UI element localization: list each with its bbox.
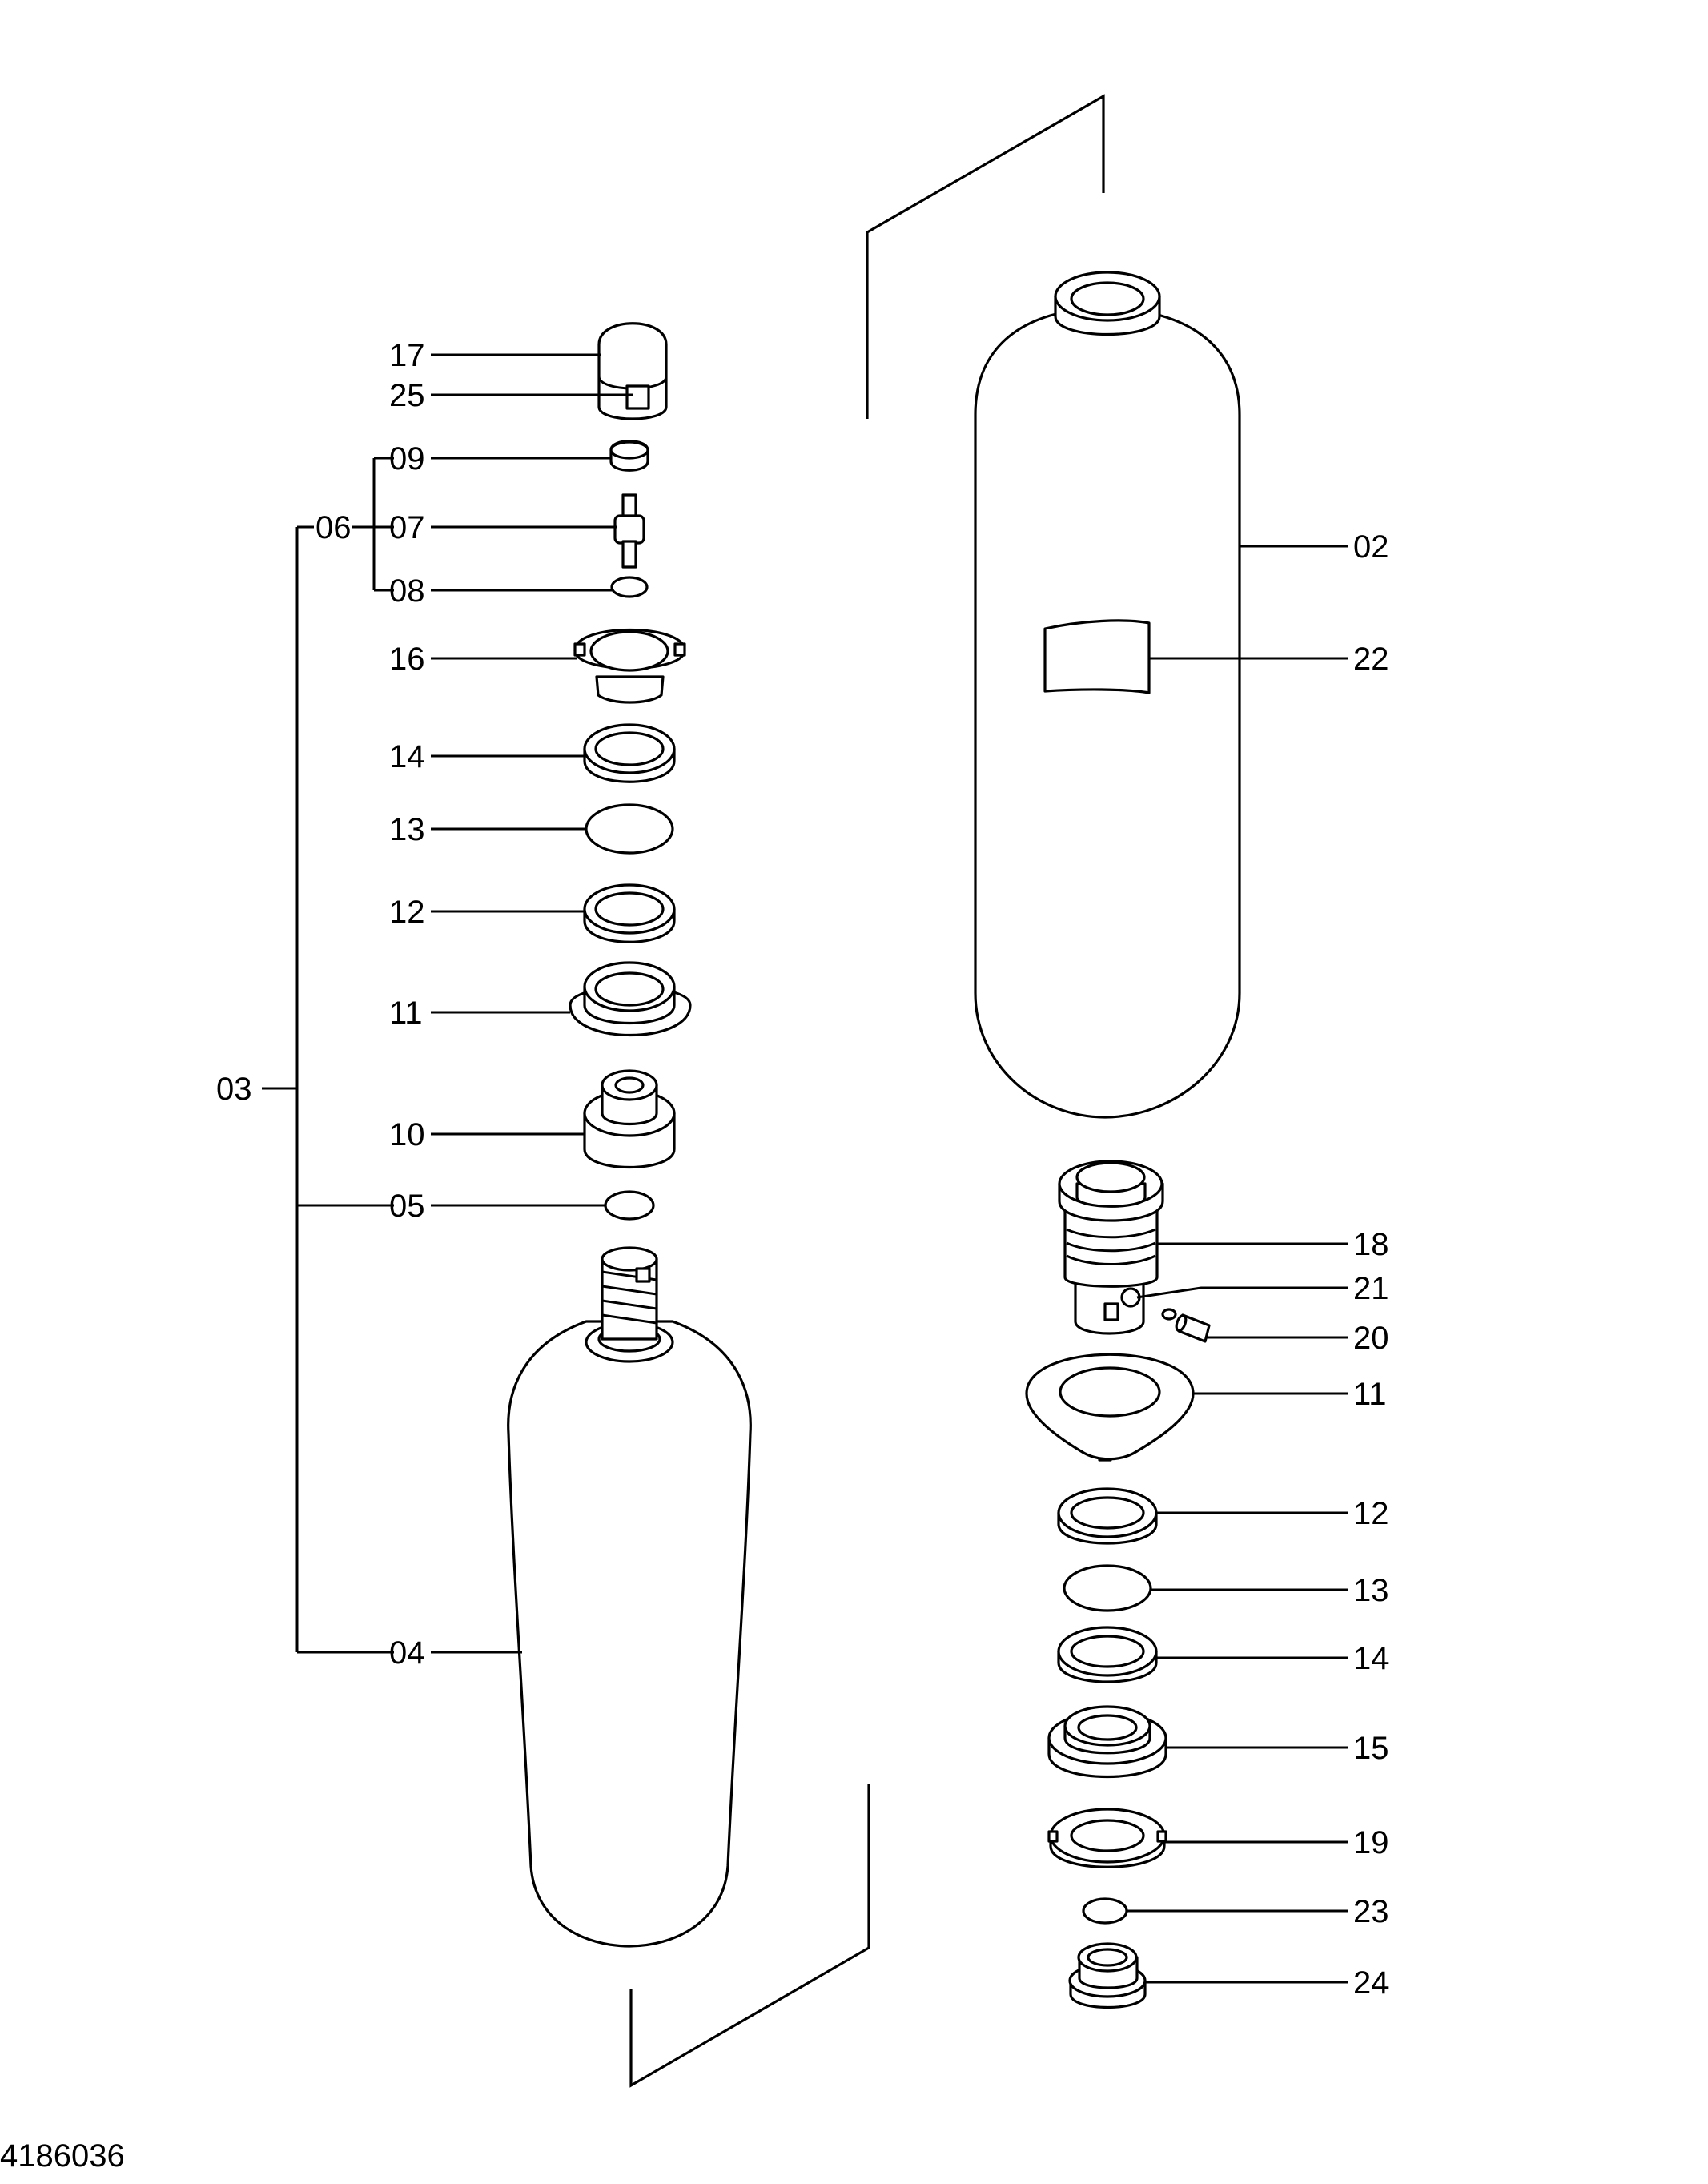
callout-23: 23 [1353, 1894, 1389, 1929]
callout-24: 24 [1353, 1965, 1389, 2001]
callout-03: 03 [216, 1072, 252, 1107]
part-05-o-ring [604, 1190, 655, 1221]
part-12-ring [583, 883, 676, 943]
part-02-shell [974, 271, 1241, 1119]
part-09-disc [609, 440, 649, 472]
callout-13-right: 13 [1353, 1573, 1389, 1608]
callout-02: 02 [1353, 529, 1389, 565]
part-24-cap-nut [1068, 1942, 1147, 2009]
part-07-valve-stem [613, 493, 645, 569]
callout-10: 10 [389, 1117, 425, 1152]
part-21-washer [1161, 1308, 1177, 1321]
callout-17: 17 [389, 338, 425, 373]
part-14r-ring [1057, 1626, 1158, 1683]
callout-numbers: 17 25 09 06 07 08 16 14 13 12 11 03 10 0… [216, 338, 1389, 2001]
callout-12-right: 12 [1353, 1496, 1389, 1531]
assembly-outline [629, 94, 1105, 2088]
callout-05: 05 [389, 1189, 425, 1224]
callout-15: 15 [1353, 1731, 1389, 1766]
callout-11-right: 11 [1353, 1377, 1387, 1412]
callout-06: 06 [315, 510, 352, 545]
callout-14: 14 [389, 739, 425, 774]
callout-13: 13 [389, 812, 425, 847]
callout-19: 19 [1353, 1825, 1389, 1860]
callout-25: 25 [389, 378, 425, 413]
part-16-flanged-seat [573, 629, 686, 704]
part-11-flanged-ring [569, 961, 692, 1037]
part-23-o-ring [1082, 1897, 1128, 1925]
part-20-plug [1175, 1313, 1211, 1343]
callout-11: 11 [389, 995, 423, 1031]
callout-04: 04 [389, 1635, 425, 1671]
part-13r-disc [1063, 1564, 1152, 1612]
callout-18: 18 [1353, 1227, 1389, 1262]
callout-16: 16 [389, 642, 425, 677]
callout-07: 07 [389, 510, 425, 545]
part-11r-flanged-ring [1025, 1353, 1195, 1462]
part-17-cap [597, 322, 668, 420]
part-08-o-ring [610, 576, 649, 598]
callout-14-right: 14 [1353, 1641, 1389, 1676]
part-18-valve-body [1058, 1160, 1164, 1335]
callout-22: 22 [1353, 642, 1389, 677]
callout-20: 20 [1353, 1321, 1389, 1356]
figure-number: 4186036 [0, 2138, 125, 2174]
part-15-stepped-ring [1047, 1705, 1167, 1778]
callout-08: 08 [389, 573, 425, 609]
part-12r-ring [1057, 1487, 1158, 1545]
leader-lines [262, 353, 1348, 1984]
part-19-flanged-washer [1047, 1808, 1167, 1868]
callout-21: 21 [1353, 1271, 1389, 1306]
callout-09: 09 [389, 441, 425, 477]
callout-12: 12 [389, 895, 425, 930]
part-13-disc [585, 803, 674, 855]
part-14-ring [583, 723, 676, 783]
part-04-bladder [507, 1246, 752, 1948]
part-10-bushing [583, 1069, 676, 1169]
